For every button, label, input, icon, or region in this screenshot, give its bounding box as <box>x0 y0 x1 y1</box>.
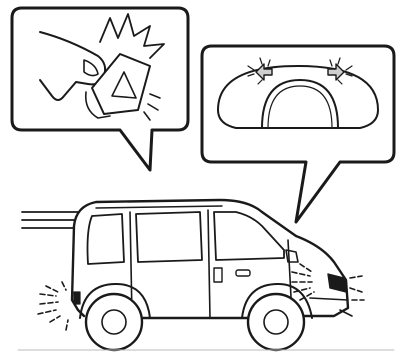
rear-lamp <box>74 292 80 304</box>
front-wheel <box>248 294 304 350</box>
callout-bubble-right <box>202 46 394 222</box>
rear-wheel <box>86 294 142 350</box>
van-illustration <box>18 200 394 350</box>
hazard-switch-callout <box>12 8 188 170</box>
indicator-callout <box>202 46 394 222</box>
rear-flash-lines <box>38 282 68 330</box>
